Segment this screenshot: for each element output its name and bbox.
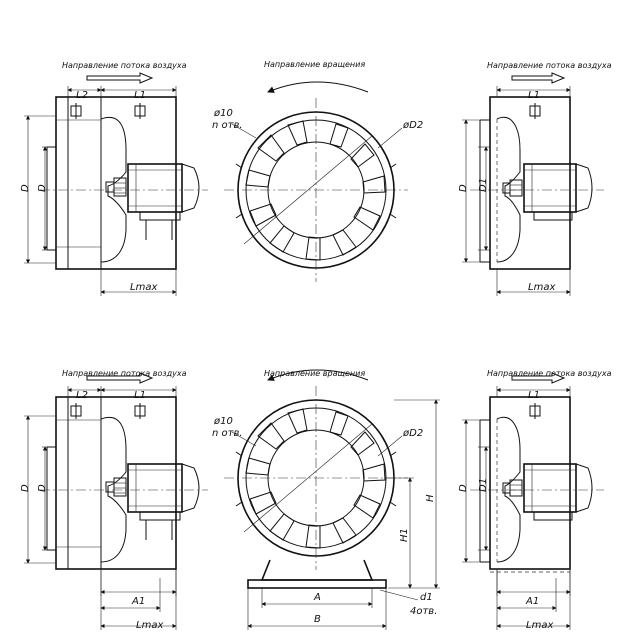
top-left-side-view: Направление потока воздуха L2 L1 Lmax D …	[20, 61, 208, 296]
airflow-label-bottom: Направление потока воздуха	[62, 369, 187, 378]
airflow-arrow-icon	[86, 72, 154, 84]
dim-L2: L2	[76, 90, 88, 101]
dim-Lmax: Lmax	[130, 282, 157, 293]
dim-L1: L1	[134, 90, 146, 101]
dim-H: H	[425, 494, 436, 502]
dim-L1-bottom-right: L1	[528, 390, 540, 401]
airflow-arrow-icon-right	[511, 72, 566, 84]
dim-A1: A1	[131, 596, 145, 607]
rotation-label: Направление вращения	[264, 60, 365, 69]
dim-phi10-bottom: ø10	[213, 416, 233, 427]
dim-4-holes: 4отв.	[410, 606, 437, 617]
dim-L2-bottom: L2	[76, 390, 88, 401]
dim-D-right: D	[458, 184, 469, 192]
dim-D-outer: D	[20, 184, 31, 192]
dim-D1-right: D1	[478, 178, 489, 192]
dim-n-holes: n отв.	[212, 120, 243, 131]
dim-H1: H1	[399, 528, 410, 542]
dim-A1-right: A1	[525, 596, 539, 607]
dim-d1: d1	[420, 592, 433, 603]
dim-Lmax-bottom: Lmax	[136, 620, 163, 631]
dim-D-inner: D	[37, 184, 48, 192]
airflow-label-right: Направление потока воздуха	[487, 61, 612, 70]
base-support	[260, 559, 374, 581]
airflow-arrow-icon-bottom-right	[511, 372, 566, 384]
bottom-right-side-view: Направление потока воздуха L1 D D1 A1 Lm…	[458, 369, 612, 631]
dim-D1-bottom-right: D1	[478, 478, 489, 492]
dim-n-holes-bottom: n отв.	[212, 428, 243, 439]
dim-phi10: ø10	[213, 108, 233, 119]
dim-D-bottom-right: D	[458, 484, 469, 492]
dim-phiD2: øD2	[402, 120, 423, 131]
dim-phiD2-bottom: øD2	[402, 428, 423, 439]
airflow-label: Направление потока воздуха	[62, 61, 187, 70]
dim-B: B	[314, 614, 321, 625]
rotation-label-bottom: Направление вращения	[264, 369, 365, 378]
dim-Lmax-bottom-right: Lmax	[526, 620, 553, 631]
dim-L1-right: L1	[528, 90, 540, 101]
top-right-side-view: Направление потока воздуха L1 Lmax D D1	[458, 61, 612, 296]
dim-Lmax-right: Lmax	[528, 282, 555, 293]
dim-L1-bottom: L1	[134, 390, 146, 401]
dim-D-bottom-outer: D	[20, 484, 31, 492]
top-front-view: Направление вращения ø10 n отв. øD2	[212, 60, 423, 282]
airflow-label-bottom-right: Направление потока воздуха	[487, 369, 612, 378]
dim-D-bottom-inner: D	[37, 484, 48, 492]
bottom-left-side-view: Направление потока воздуха L2 L1 Lmax D …	[20, 369, 208, 631]
airflow-arrow-icon-bottom	[86, 372, 154, 384]
bottom-front-view: Направление вращения ø10 n отв. øD2 A B …	[212, 369, 440, 630]
dim-A: A	[313, 592, 321, 603]
